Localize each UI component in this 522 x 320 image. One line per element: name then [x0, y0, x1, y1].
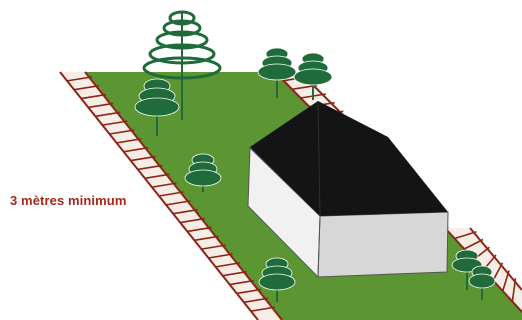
- hatch-line: [173, 208, 198, 215]
- hatch-line: [236, 288, 262, 295]
- hatch-line: [158, 191, 184, 197]
- house: [247, 100, 449, 279]
- round-tree-icon: [257, 47, 297, 98]
- hatch-line: [116, 138, 142, 144]
- round-tree-icon: [134, 78, 180, 136]
- setback-distance-label: 3 mètres minimum: [10, 193, 127, 208]
- hatch-line: [243, 297, 269, 304]
- hatch-line: [144, 173, 170, 180]
- hatch-line: [165, 200, 191, 206]
- hatch-line: [123, 146, 149, 153]
- hatch-line: [229, 279, 254, 286]
- hatch-line: [102, 120, 128, 126]
- hatch-line: [201, 244, 226, 250]
- hatch-line: [250, 306, 276, 312]
- hatch-line: [180, 217, 205, 224]
- house-front-wall: [248, 148, 320, 277]
- hatch-line: [208, 253, 233, 259]
- hatch-line: [187, 226, 212, 233]
- hatch-line: [95, 111, 121, 118]
- hatch-line: [81, 93, 107, 100]
- round-tree-icon: [293, 52, 333, 100]
- hatch-line: [215, 262, 240, 268]
- hatch-line: [137, 164, 163, 171]
- round-tree-icon: [258, 257, 296, 302]
- round-tree-icon: [451, 249, 483, 290]
- left-strip-hatching: [66, 76, 276, 312]
- round-tree-icon: [184, 153, 222, 192]
- hatch-line: [130, 155, 156, 162]
- round-tree-icon: [468, 265, 496, 300]
- left-setback-strip: [60, 72, 282, 320]
- house-roof: [250, 101, 448, 216]
- hatch-line: [88, 102, 114, 109]
- conifer-tree-icon: [142, 10, 222, 120]
- hatch-line: [74, 84, 100, 91]
- house-side-wall: [318, 212, 448, 277]
- hatch-line: [194, 235, 219, 242]
- hatch-line: [151, 182, 177, 188]
- hatch-line: [222, 270, 247, 277]
- left-strip-edges: [59, 71, 283, 320]
- hatch-line: [66, 76, 93, 82]
- hatch-line: [109, 129, 135, 135]
